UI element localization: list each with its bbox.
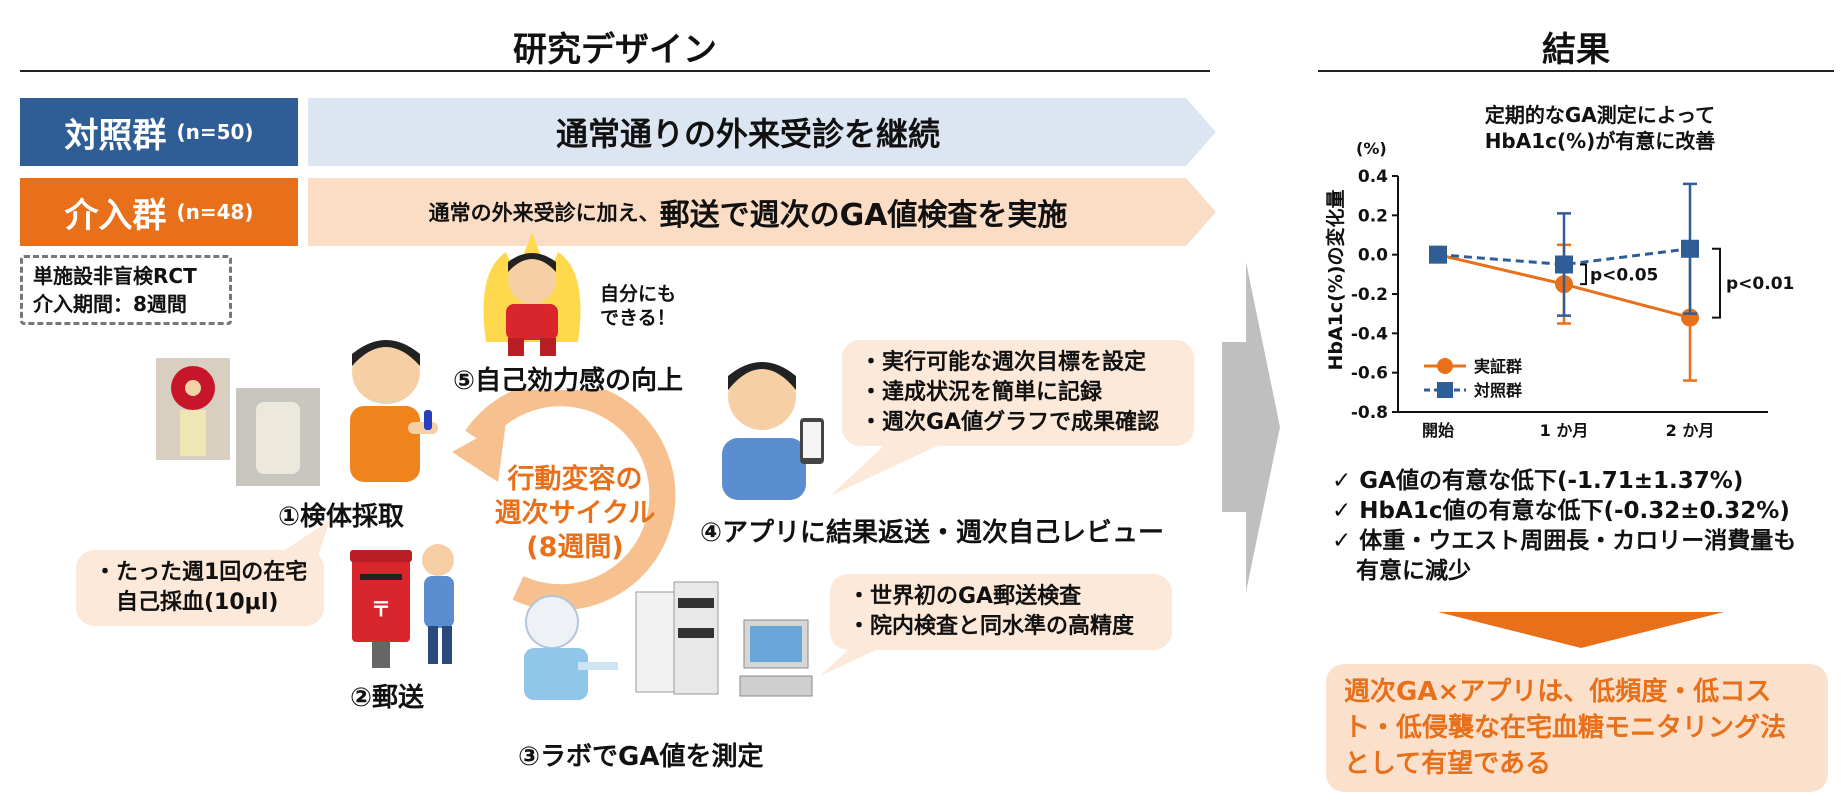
bubble-app-line1: ・実行可能な週次目標を設定 (860, 350, 1147, 375)
legend-marker (1437, 358, 1453, 374)
chart-axes: 0.4 0.2 0.0 -0.2 -0.4 -0.6 -0.8 開始 1 か月 2 か月 (1351, 167, 1768, 440)
intervention-arrow-shape (308, 178, 1216, 246)
cycle-label-line3: (8週間) (526, 532, 624, 563)
results-title: 結果 (1542, 30, 1610, 70)
study-design-type: 単施設非盲検RCT (33, 264, 197, 288)
bubble-app-tail (830, 440, 950, 496)
control-group-label: 対照群 (n=50) (20, 98, 298, 166)
check-icon: ✓ (1332, 528, 1352, 554)
p-value-annotation: p<0.05 (1590, 265, 1658, 285)
cycle-label: 行動変容の 週次サイクル (8週間) (470, 463, 680, 565)
mail-post-illustration: 〒 (350, 544, 454, 668)
y-tick-label: 0.0 (1358, 246, 1388, 266)
bubble-sampling-line1: ・たった週1回の在宅 (94, 560, 308, 585)
bubble-lab: ・世界初のGA郵送検査 ・院内検査と同水準の高精度 (830, 574, 1172, 650)
step-5-label: ⑤自己効力感の向上 (453, 366, 684, 396)
step-4-label: ④アプリに結果返送・週次自己レビュー (700, 518, 1165, 548)
result-bullet-1-text: GA値の有意な低下(-1.71±1.37%) (1359, 468, 1744, 494)
check-icon: ✓ (1332, 498, 1352, 524)
result-bullet-2: ✓ HbA1c値の有意な低下(-0.32±0.32%) (1332, 496, 1796, 526)
y-tick-label: -0.6 (1351, 364, 1388, 384)
data-point (1681, 239, 1699, 258)
result-bullet-1: ✓ GA値の有意な低下(-1.71±1.37%) (1332, 466, 1796, 496)
chart-y-axis-label: HbA1c(%)の変化量 (1324, 189, 1347, 370)
results-bullets: ✓ GA値の有意な低下(-1.71±1.37%) ✓ HbA1c値の有意な低下(… (1332, 466, 1796, 586)
bubble-lab-line2: ・院内検査と同水準の高精度 (848, 614, 1135, 639)
result-bullet-3-cont-text: 有意に減少 (1356, 558, 1471, 584)
cycle-label-line1: 行動変容の (507, 464, 643, 495)
result-bullet-2-text: HbA1c値の有意な低下(-0.32±0.32%) (1359, 498, 1790, 524)
self-speech-line2: できる！ (600, 307, 676, 329)
series-line-1 (1437, 247, 1691, 267)
lab-equipment-illustration (524, 581, 813, 700)
chart-title-line2: HbA1c(%)が有意に改善 (1485, 129, 1716, 153)
self-speech: 自分にも できる！ (600, 282, 676, 330)
intervention-desc-prefix: 通常の外来受診に加え、 (428, 201, 660, 225)
result-bullet-3-text: 体重・ウエスト周囲長・カロリー消費量も (1359, 528, 1797, 554)
y-tick-label: 0.2 (1358, 206, 1388, 226)
p-value-annotation: p<0.01 (1726, 274, 1794, 294)
cycle-label-line2: 週次サイクル (494, 498, 656, 529)
conclusion-box: 週次GA×アプリは、低頻度・低コスト・低侵襲な在宅血糖モニタリング法として有望で… (1326, 664, 1828, 792)
study-info-box: 単施設非盲検RCT 介入期間：8週間 (20, 255, 232, 325)
bubble-app-line3: ・週次GA値グラフで成果確認 (860, 410, 1160, 435)
check-icon: ✓ (1332, 468, 1352, 494)
intervention-group-n: (n=48) (176, 200, 254, 224)
bubble-app-line2: ・達成状況を簡単に記録 (860, 380, 1103, 405)
self-speech-line1: 自分にも (600, 283, 677, 305)
intervention-group-name: 介入群 (64, 195, 167, 236)
chart-title-line1: 定期的なGA測定によって (1485, 103, 1715, 127)
cycle-ring (452, 390, 676, 611)
legend-label: 対照群 (1473, 381, 1522, 400)
result-bullet-3: ✓ 体重・ウエスト周囲長・カロリー消費量も (1332, 526, 1796, 556)
blood-sample-photos (156, 358, 320, 486)
y-tick-label: -0.8 (1351, 403, 1388, 423)
study-period: 介入期間：8週間 (33, 292, 187, 316)
intervention-group-description: 通常の外来受診に加え、 郵送で週次のGA値検査を実施 (308, 178, 1188, 246)
bubble-lab-line1: ・世界初のGA郵送検査 (848, 584, 1082, 609)
step-3-label: ③ラボでGA値を測定 (518, 742, 764, 772)
legend-label: 実証群 (1474, 357, 1522, 376)
svg-text:〒: 〒 (371, 597, 391, 621)
result-arrow (1222, 262, 1280, 592)
results-title-rule (1318, 70, 1834, 72)
control-arrow-shape (308, 98, 1216, 166)
chart-annotations: p<0.05 p<0.01 (1580, 247, 1794, 319)
control-group-n: (n=50) (176, 120, 254, 144)
conclusion-arrow (1438, 612, 1724, 648)
person-sampling-illustration (350, 340, 438, 482)
intervention-group-label: 介入群 (n=48) (20, 178, 298, 246)
step-2-label: ②郵送 (350, 683, 425, 713)
hba1c-chart: 定期的なGA測定によって HbA1c(%)が有意に改善 (%) HbA1c(%)… (1324, 103, 1794, 440)
x-tick-label: 1 か月 (1540, 421, 1589, 440)
result-bullet-3-cont: 有意に減少 (1332, 556, 1796, 586)
chart-unit: (%) (1356, 139, 1387, 158)
x-tick-label: 開始 (1422, 421, 1454, 440)
design-title: 研究デザイン (513, 30, 717, 70)
y-tick-label: 0.4 (1358, 167, 1388, 187)
legend-marker (1437, 382, 1453, 398)
data-point (1429, 245, 1447, 264)
bubble-app: ・実行可能な週次目標を設定 ・達成状況を簡単に記録 ・週次GA値グラフで成果確認 (842, 340, 1194, 446)
y-tick-label: -0.2 (1351, 285, 1388, 305)
control-group-name: 対照群 (64, 115, 167, 156)
x-tick-label: 2 か月 (1666, 421, 1715, 440)
step-1-label: ①検体採取 (278, 502, 405, 532)
y-tick-label: -0.4 (1351, 324, 1388, 344)
intervention-desc-main: 郵送で週次のGA値検査を実施 (659, 198, 1068, 233)
design-title-rule (20, 70, 1210, 72)
bubble-sampling: ・たった週1回の在宅 自己採血(10μl) (76, 550, 324, 626)
significance-bracket (1580, 263, 1587, 286)
self-efficacy-illustration (483, 232, 581, 356)
significance-bracket (1712, 247, 1721, 319)
data-point (1555, 255, 1573, 274)
bubble-sampling-line2: 自己採血(10μl) (94, 590, 279, 615)
control-group-description: 通常通りの外来受診を継続 (555, 115, 940, 153)
person-app-illustration (722, 362, 824, 500)
chart-series (1429, 182, 1699, 382)
